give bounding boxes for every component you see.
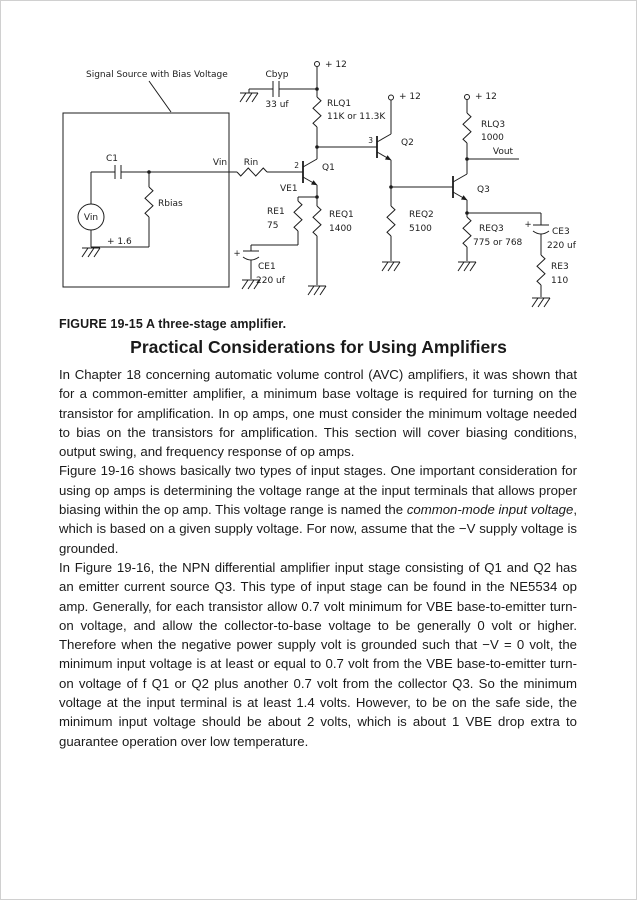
ce3-value-label: 220 uf <box>547 241 577 251</box>
ce1-capacitor <box>242 256 260 261</box>
bias-voltage-label: + 1.6 <box>107 237 132 247</box>
figure-caption: FIGURE 19-15 A three-stage amplifier. <box>59 317 287 331</box>
q2-label: Q2 <box>401 138 414 148</box>
vcc3-terminal <box>464 94 470 100</box>
req1-label: REQ1 <box>329 210 354 220</box>
paragraph-2-text: Figure 19-16 shows basically two types o… <box>59 463 577 518</box>
vcc1-terminal <box>314 61 320 67</box>
q1-transistor <box>303 159 317 185</box>
rbias-label: Rbias <box>158 199 183 209</box>
req3-value-label: 775 or 768 <box>473 238 523 248</box>
paragraph-1: In Chapter 18 concerning automatic volum… <box>59 367 577 460</box>
vcc2-terminal <box>388 94 394 101</box>
schematic-labels: Signal Source with Bias Voltage C1 Vin R… <box>84 60 577 286</box>
req3-label: REQ3 <box>479 224 504 234</box>
ce1-value-label: 220 uf <box>256 276 286 286</box>
rbias-resistor <box>144 186 154 218</box>
ce1-polarity-label: + <box>233 249 240 259</box>
ce3-capacitor <box>532 230 550 235</box>
italic-term: common-mode input voltage <box>406 502 574 518</box>
cbyp-label: Cbyp <box>265 70 288 80</box>
paragraph-2-text: , which is based on a given supply volta… <box>59 502 578 556</box>
rlq3-value-label: 1000 <box>481 133 504 143</box>
q3-transistor <box>453 174 467 200</box>
ground-icon <box>457 261 477 272</box>
re1-value-label: 75 <box>267 221 278 231</box>
vcc1-label: + 12 <box>325 60 347 70</box>
q1-label: Q1 <box>322 163 335 173</box>
callout-line <box>148 80 172 113</box>
q2-transistor <box>377 134 391 160</box>
vcc3-label: + 12 <box>475 92 497 102</box>
ce3-label: CE3 <box>552 227 570 237</box>
re1-label: RE1 <box>267 207 285 217</box>
q1-pin-label: 2 <box>294 161 299 170</box>
article-body: In Chapter 18 concerning automatic volum… <box>59 365 577 751</box>
req2-value-label: 5100 <box>409 224 432 234</box>
c1-label: C1 <box>106 154 118 164</box>
rlq1-label: RLQ1 <box>327 99 351 109</box>
re3-resistor <box>536 254 546 286</box>
ce1-label: CE1 <box>258 262 276 272</box>
q3-label: Q3 <box>477 185 490 195</box>
ve1-label: VE1 <box>280 184 298 194</box>
ground-icon <box>531 297 551 308</box>
rin-label: Rin <box>244 158 258 168</box>
req3-resistor <box>462 216 472 248</box>
re3-label: RE3 <box>551 262 569 272</box>
signal-source-box <box>62 112 230 288</box>
req1-value-label: 1400 <box>329 224 352 234</box>
ground-icon <box>239 92 259 103</box>
ground-icon <box>307 285 327 296</box>
rlq3-resistor <box>462 112 472 144</box>
cbyp-value-label: 33 uf <box>265 100 289 110</box>
ce3-polarity-label: + <box>524 220 531 230</box>
figure-19-15-schematic: Signal Source with Bias Voltage C1 Vin R… <box>62 60 577 308</box>
junction-dots <box>147 87 469 215</box>
vout-label: Vout <box>493 147 514 157</box>
req1-resistor <box>312 205 322 237</box>
vin-node-label: Vin <box>213 158 227 168</box>
re3-value-label: 110 <box>551 276 568 286</box>
ground-icon <box>81 247 101 258</box>
q2-pin-label: 3 <box>368 136 373 145</box>
vin-source-label: Vin <box>84 213 98 223</box>
vcc2-label: + 12 <box>399 92 421 102</box>
rlq1-value-label: 11K or 11.3K <box>327 112 386 122</box>
re1-resistor <box>293 200 303 232</box>
signal-source-label: Signal Source with Bias Voltage <box>86 70 228 80</box>
rlq1-resistor <box>312 96 322 128</box>
paragraph-2: Figure 19-16 shows basically two types o… <box>59 461 577 557</box>
schematic-wiring <box>62 61 551 308</box>
rin-resistor <box>236 167 268 177</box>
paragraph-3: In Figure 19-16, the NPN differential am… <box>59 559 577 749</box>
req2-resistor <box>386 205 396 237</box>
ground-icon <box>381 261 401 272</box>
rlq3-label: RLQ3 <box>481 120 505 130</box>
req2-label: REQ2 <box>409 210 434 220</box>
section-heading: Practical Considerations for Using Ampli… <box>130 337 507 357</box>
